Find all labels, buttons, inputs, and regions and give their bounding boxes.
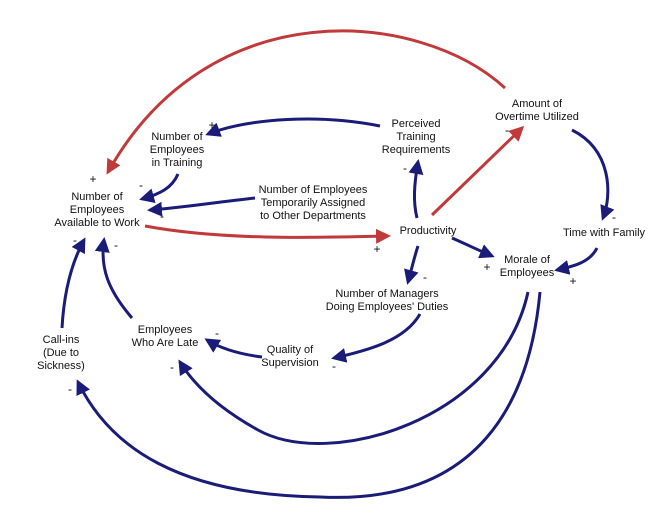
link-productivity-to-morale	[451, 236, 495, 259]
sign-plus-productivity: +	[373, 242, 381, 256]
sign-minus-timefamily: -	[612, 210, 616, 224]
link-productivity-to-managers	[404, 245, 420, 285]
sign-minus-callins-from-morale: -	[68, 382, 72, 396]
sign-minus-late-from-supervision: -	[215, 326, 219, 340]
link-available-to-productivity	[144, 224, 391, 244]
sign-minus-managers: -	[423, 270, 427, 284]
sign-plus-available-top: +	[89, 172, 97, 186]
link-late-to-available	[94, 237, 134, 319]
sign-plus-intraining: +	[208, 118, 216, 132]
link-managers-to-supervision	[331, 313, 422, 363]
link-tempassigned-to-available	[147, 196, 256, 217]
sign-minus-callins-in: -	[73, 233, 77, 247]
node-productivity: Productivity	[399, 225, 457, 237]
sign-minus-late-from-morale: -	[170, 360, 174, 374]
sign-plus-morale-right: +	[569, 274, 577, 288]
link-morale-to-late	[178, 291, 530, 445]
link-intraining-to-available	[139, 173, 180, 204]
sign-plus-morale-left: +	[483, 260, 491, 274]
node-time-with-family: Time with Family	[562, 227, 646, 239]
link-trainingreq-to-intraining	[205, 117, 381, 137]
sign-minus-supervision: -	[332, 359, 336, 373]
sign-minus-tempassigned: -	[160, 209, 164, 223]
sign-minus-late-in: -	[114, 238, 118, 252]
link-supervision-to-late	[204, 338, 263, 359]
link-morale-to-callins	[76, 291, 542, 499]
link-productivity-to-trainingreq	[408, 159, 424, 219]
link-timefamily-to-morale	[554, 247, 599, 275]
sign-minus-trainingreq: -	[403, 161, 407, 175]
link-callins-to-available	[60, 237, 86, 329]
link-overtime-to-timefamily	[571, 128, 615, 221]
link-overtime-to-available	[106, 29, 507, 175]
sign-minus-intraining-out: -	[139, 178, 143, 192]
link-productivity-to-overtime	[430, 125, 525, 217]
sign-minus-overtime: -	[505, 123, 509, 137]
